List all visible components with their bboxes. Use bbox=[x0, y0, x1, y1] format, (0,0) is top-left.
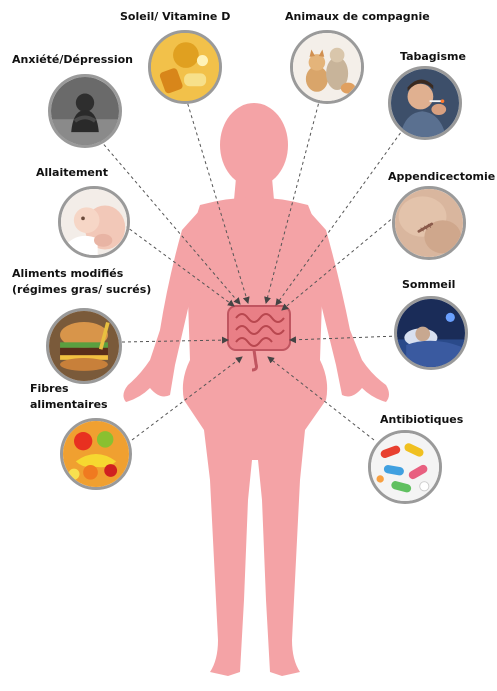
breastfeeding-icon bbox=[58, 186, 130, 258]
sad-person-icon bbox=[48, 74, 122, 148]
burger-fast-food-icon bbox=[46, 308, 122, 384]
label-anxiete: Anxiété/Dépression bbox=[12, 53, 133, 67]
pets-icon bbox=[290, 30, 364, 104]
label-aliments-line1: Aliments modifiés bbox=[12, 267, 123, 281]
pills-icon bbox=[368, 430, 442, 504]
fruits-vegetables-icon bbox=[60, 418, 132, 490]
label-animaux: Animaux de compagnie bbox=[285, 10, 430, 24]
label-sommeil: Sommeil bbox=[402, 278, 455, 292]
label-fibres-line2: alimentaires bbox=[30, 398, 108, 412]
label-tabagisme: Tabagisme bbox=[400, 50, 466, 64]
label-appendicectomie: Appendicectomie bbox=[388, 170, 495, 184]
label-soleil: Soleil/ Vitamine D bbox=[120, 10, 230, 24]
human-body-silhouette bbox=[123, 103, 389, 676]
label-aliments-line2: (régimes gras/ sucrés) bbox=[12, 283, 151, 297]
smoker-icon bbox=[388, 66, 462, 140]
label-fibres-line1: Fibres bbox=[30, 382, 69, 396]
sun-vitamin-d-icon bbox=[148, 30, 222, 104]
surgery-scar-icon bbox=[392, 186, 466, 260]
label-antibiotiques: Antibiotiques bbox=[380, 413, 463, 427]
sleep-icon bbox=[394, 296, 468, 370]
label-allaitement: Allaitement bbox=[36, 166, 108, 180]
